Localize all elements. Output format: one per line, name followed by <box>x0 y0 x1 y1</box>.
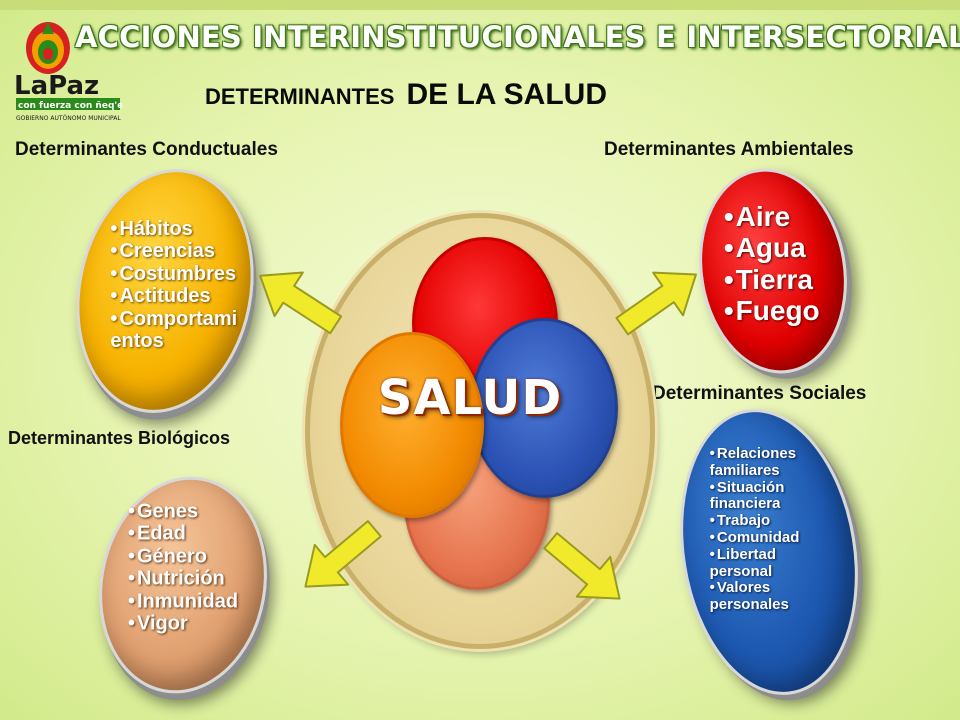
list-ambientales: Aire Agua Tierra Fuego <box>724 201 820 326</box>
label-ambientales: Determinantes Ambientales <box>604 139 854 160</box>
center-label: SALUD <box>377 370 563 426</box>
arrow-icon <box>543 532 621 600</box>
petal-orange <box>340 332 484 518</box>
list-item: Género <box>128 546 238 568</box>
list-sociales: Relaciones familiares Situación financie… <box>710 445 840 614</box>
list-item: Aire <box>724 201 820 232</box>
list-item: Fuego <box>724 295 820 326</box>
blob-conductuales: Hábitos Creencias Costumbres Actitudes C… <box>56 153 274 429</box>
list-item: Libertad personal <box>710 546 840 581</box>
list-item: Creencias <box>110 240 250 262</box>
list-item: Comunidad <box>710 529 840 547</box>
logo-name: LaPaz <box>14 71 99 101</box>
page-subtitle: DETERMINANTES DE LA SALUD <box>205 78 607 112</box>
label-biologicos: Determinantes Biológicos <box>8 428 231 448</box>
logo-org: GOBIERNO AUTÓNOMO MUNICIPAL <box>16 115 121 122</box>
arrow-icon <box>615 271 697 336</box>
list-item: Tierra <box>724 264 820 295</box>
list-item: Vigor <box>128 613 238 635</box>
arrow-icon <box>304 520 382 588</box>
list-conductuales: Hábitos Creencias Costumbres Actitudes C… <box>110 218 250 352</box>
list-item: Edad <box>128 523 238 545</box>
list-item: Nutrición <box>128 568 238 590</box>
blob-sociales: Relaciones familiares Situación financie… <box>660 396 878 708</box>
list-item: Costumbres <box>110 263 250 285</box>
list-item: Hábitos <box>110 218 250 240</box>
subtitle-part1: DETERMINANTES <box>205 84 395 109</box>
label-sociales: Determinantes Sociales <box>652 383 867 404</box>
list-item: Genes <box>128 501 238 523</box>
list-item: Trabajo <box>710 512 840 530</box>
subtitle-part2: DE LA SALUD <box>406 78 608 111</box>
list-item: Actitudes <box>110 285 250 307</box>
list-item: Relaciones familiares <box>710 445 840 480</box>
list-item: Agua <box>724 232 820 263</box>
list-item: Valores personales <box>710 579 840 614</box>
label-conductuales: Determinantes Conductuales <box>15 139 278 160</box>
list-item: Situación financiera <box>710 478 840 513</box>
arrow-icon <box>259 271 343 335</box>
list-item: Inmunidad <box>128 590 238 612</box>
blob-ambientales: Aire Agua Tierra Fuego <box>684 157 862 385</box>
list-biologicos: Genes Edad Género Nutrición Inmunidad Vi… <box>128 501 238 635</box>
logo-tagline: con fuerza con ñeq'e <box>18 101 122 111</box>
blob-biologicos: Genes Edad Género Nutrición Inmunidad Vi… <box>82 463 284 707</box>
page-title: ACCIONES INTERINSTITUCIONALES E INTERSEC… <box>75 20 960 54</box>
lapaz-logo-icon: LaPaz con fuerza con ñeq'e GOBIERNO AUTÓ… <box>14 22 122 122</box>
list-item: Comportami entos <box>110 307 250 352</box>
